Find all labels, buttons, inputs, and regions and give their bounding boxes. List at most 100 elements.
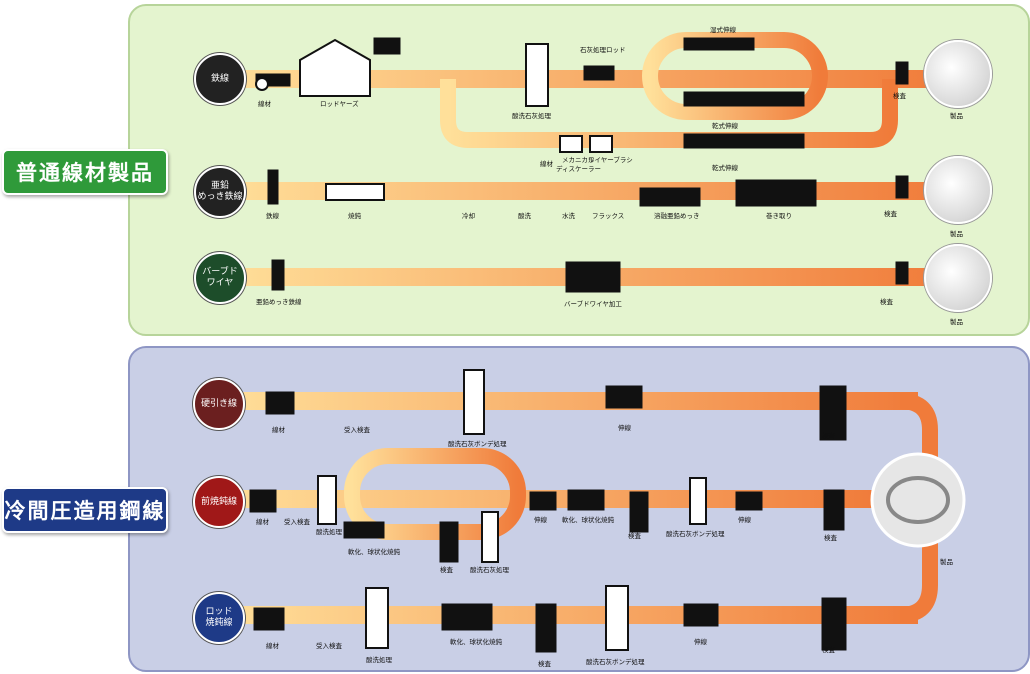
product-aen [924, 156, 992, 224]
label-step: 製品 [950, 112, 963, 120]
label-step: 製品 [950, 230, 963, 238]
pickling-tank-icon [525, 43, 549, 107]
annealing-icon-4 [441, 603, 493, 631]
label-step: フラックス [592, 212, 625, 220]
drawing-machine-icon-k [605, 385, 643, 409]
label-step: 伸線 [534, 516, 547, 524]
badge-barbed-label: バーブドワイヤ [202, 267, 238, 288]
label-step: 検査 [880, 298, 893, 306]
wire-brush-icon [589, 135, 613, 153]
badge-rod: ロッド焼鈍線 [193, 592, 245, 644]
bonde-tank-icon-1 [463, 369, 485, 435]
label-step: 線材 [540, 160, 553, 168]
label-step: 溶融亜鉛めっき [654, 212, 700, 220]
receiving-coil-icon-2 [249, 489, 277, 513]
coil-icon [255, 77, 269, 91]
label-step: 酸洗石灰ボンデ処理 [448, 440, 507, 448]
receiving-coil-icon-1 [265, 391, 295, 415]
label-step: 酸洗処理 [366, 656, 392, 664]
flow-kohiki-main [218, 392, 918, 410]
drawing-machine-icon-m1 [529, 491, 557, 511]
final-product-ring [886, 476, 950, 524]
flow-kohiki-curve [899, 393, 938, 470]
label-step: 検査 [893, 92, 906, 100]
pickling-tank-icon-2 [317, 475, 337, 525]
label-step: 検査 [824, 534, 837, 542]
label-step: 酸洗石灰処理 [512, 112, 551, 120]
label-step: 軟化、球状化焼鈍 [562, 516, 614, 524]
label-step: 伸線 [618, 424, 631, 432]
annealing-furnace-icon [325, 183, 385, 201]
flow-mae-loop [344, 448, 526, 540]
badge-kohiki: 硬引き線 [193, 378, 245, 430]
heading-machine-icon-5 [535, 603, 557, 653]
flow-rod-main [218, 606, 918, 624]
dry-drawing-machine-icon-2 [683, 133, 805, 149]
wire-coil-icon-barbed [271, 259, 285, 291]
label-step: 検査 [538, 660, 551, 668]
label-step: 検査 [440, 566, 453, 574]
badge-kohiki-label: 硬引き線 [200, 398, 237, 409]
label-step: 乾式伸線 [712, 122, 738, 130]
label-final-product: 製品 [940, 558, 953, 566]
drawing-machine-icon-r [683, 603, 719, 627]
wire-coil-icon-aen [267, 169, 279, 205]
badge-aen: 亜鉛めっき鉄線 [194, 166, 246, 218]
flow-rod-curve [899, 540, 938, 623]
label-step: 亜鉛めっき鉄線 [256, 298, 302, 306]
lime-tank-icon-2 [481, 511, 499, 563]
label-step: 伸線 [738, 516, 751, 524]
label-step: 受入検査 [284, 518, 310, 526]
label-step: 線材 [256, 518, 269, 526]
section-title-general: 普通線材製品 [2, 149, 168, 195]
label-step: 受入検査 [316, 642, 342, 650]
barbed-machine-icon [565, 261, 621, 293]
heading-machine-icon-2 [439, 521, 459, 563]
annealing-icon-3 [567, 489, 605, 511]
annealing-icon-2 [343, 521, 385, 539]
lime-rod-icon [583, 65, 615, 81]
inspection-icon-top-2 [895, 175, 909, 199]
final-product-coil [870, 452, 966, 548]
winding-machine-icon [735, 179, 817, 207]
section-title-cold-heading: 冷間圧造用鋼線 [2, 487, 168, 533]
label-step: 酸洗処理 [316, 528, 342, 536]
dry-drawing-machine-icon-1 [683, 91, 805, 107]
wet-drawing-machine-icon [683, 37, 755, 51]
crane-coil-icon [373, 37, 401, 55]
label-step: 軟化、球状化焼鈍 [348, 548, 400, 556]
label-step: 検査 [628, 532, 641, 540]
label-step: 受入検査 [344, 426, 370, 434]
warehouse-icon [299, 38, 371, 97]
bonde-tank-icon-3 [605, 585, 629, 651]
label-step: ロッドヤーズ [320, 100, 359, 108]
label-step: 鉄線 [266, 212, 279, 220]
galvanizing-tank-icon [639, 187, 701, 207]
heading-machine-icon-4 [823, 489, 845, 531]
badge-tetsusen: 鉄線 [194, 53, 246, 105]
badge-rod-label: ロッド焼鈍線 [205, 607, 233, 628]
label-step: 乾式伸線 [712, 164, 738, 172]
label-step: 検査 [822, 646, 835, 654]
label-step: 湿式伸線 [710, 26, 736, 34]
label-step: 冷却 [462, 212, 475, 220]
badge-barbed: バーブドワイヤ [194, 252, 246, 304]
label-step: 軟化、球状化焼鈍 [450, 638, 502, 646]
product-barbed [924, 244, 992, 312]
product-tetsusen [924, 40, 992, 108]
label-step: 酸洗石灰ボンデ処理 [586, 658, 645, 666]
heading-machine-icon-3 [629, 491, 649, 533]
inspection-icon-top-3 [895, 261, 909, 285]
badge-mae-label: 前焼鈍線 [200, 496, 237, 507]
label-step: バーブドワイヤ加工 [564, 300, 622, 308]
heading-machine-icon-1 [819, 385, 847, 441]
label-step: 製品 [950, 318, 963, 326]
badge-mae: 前焼鈍線 [193, 476, 245, 528]
bonde-tank-icon-2 [689, 477, 707, 525]
label-step: 線材 [266, 642, 279, 650]
drawing-machine-icon-m2 [735, 491, 763, 511]
heading-machine-icon-6 [821, 597, 847, 651]
label-step: メカニカル [562, 156, 595, 164]
badge-tetsusen-label: 鉄線 [210, 73, 229, 84]
